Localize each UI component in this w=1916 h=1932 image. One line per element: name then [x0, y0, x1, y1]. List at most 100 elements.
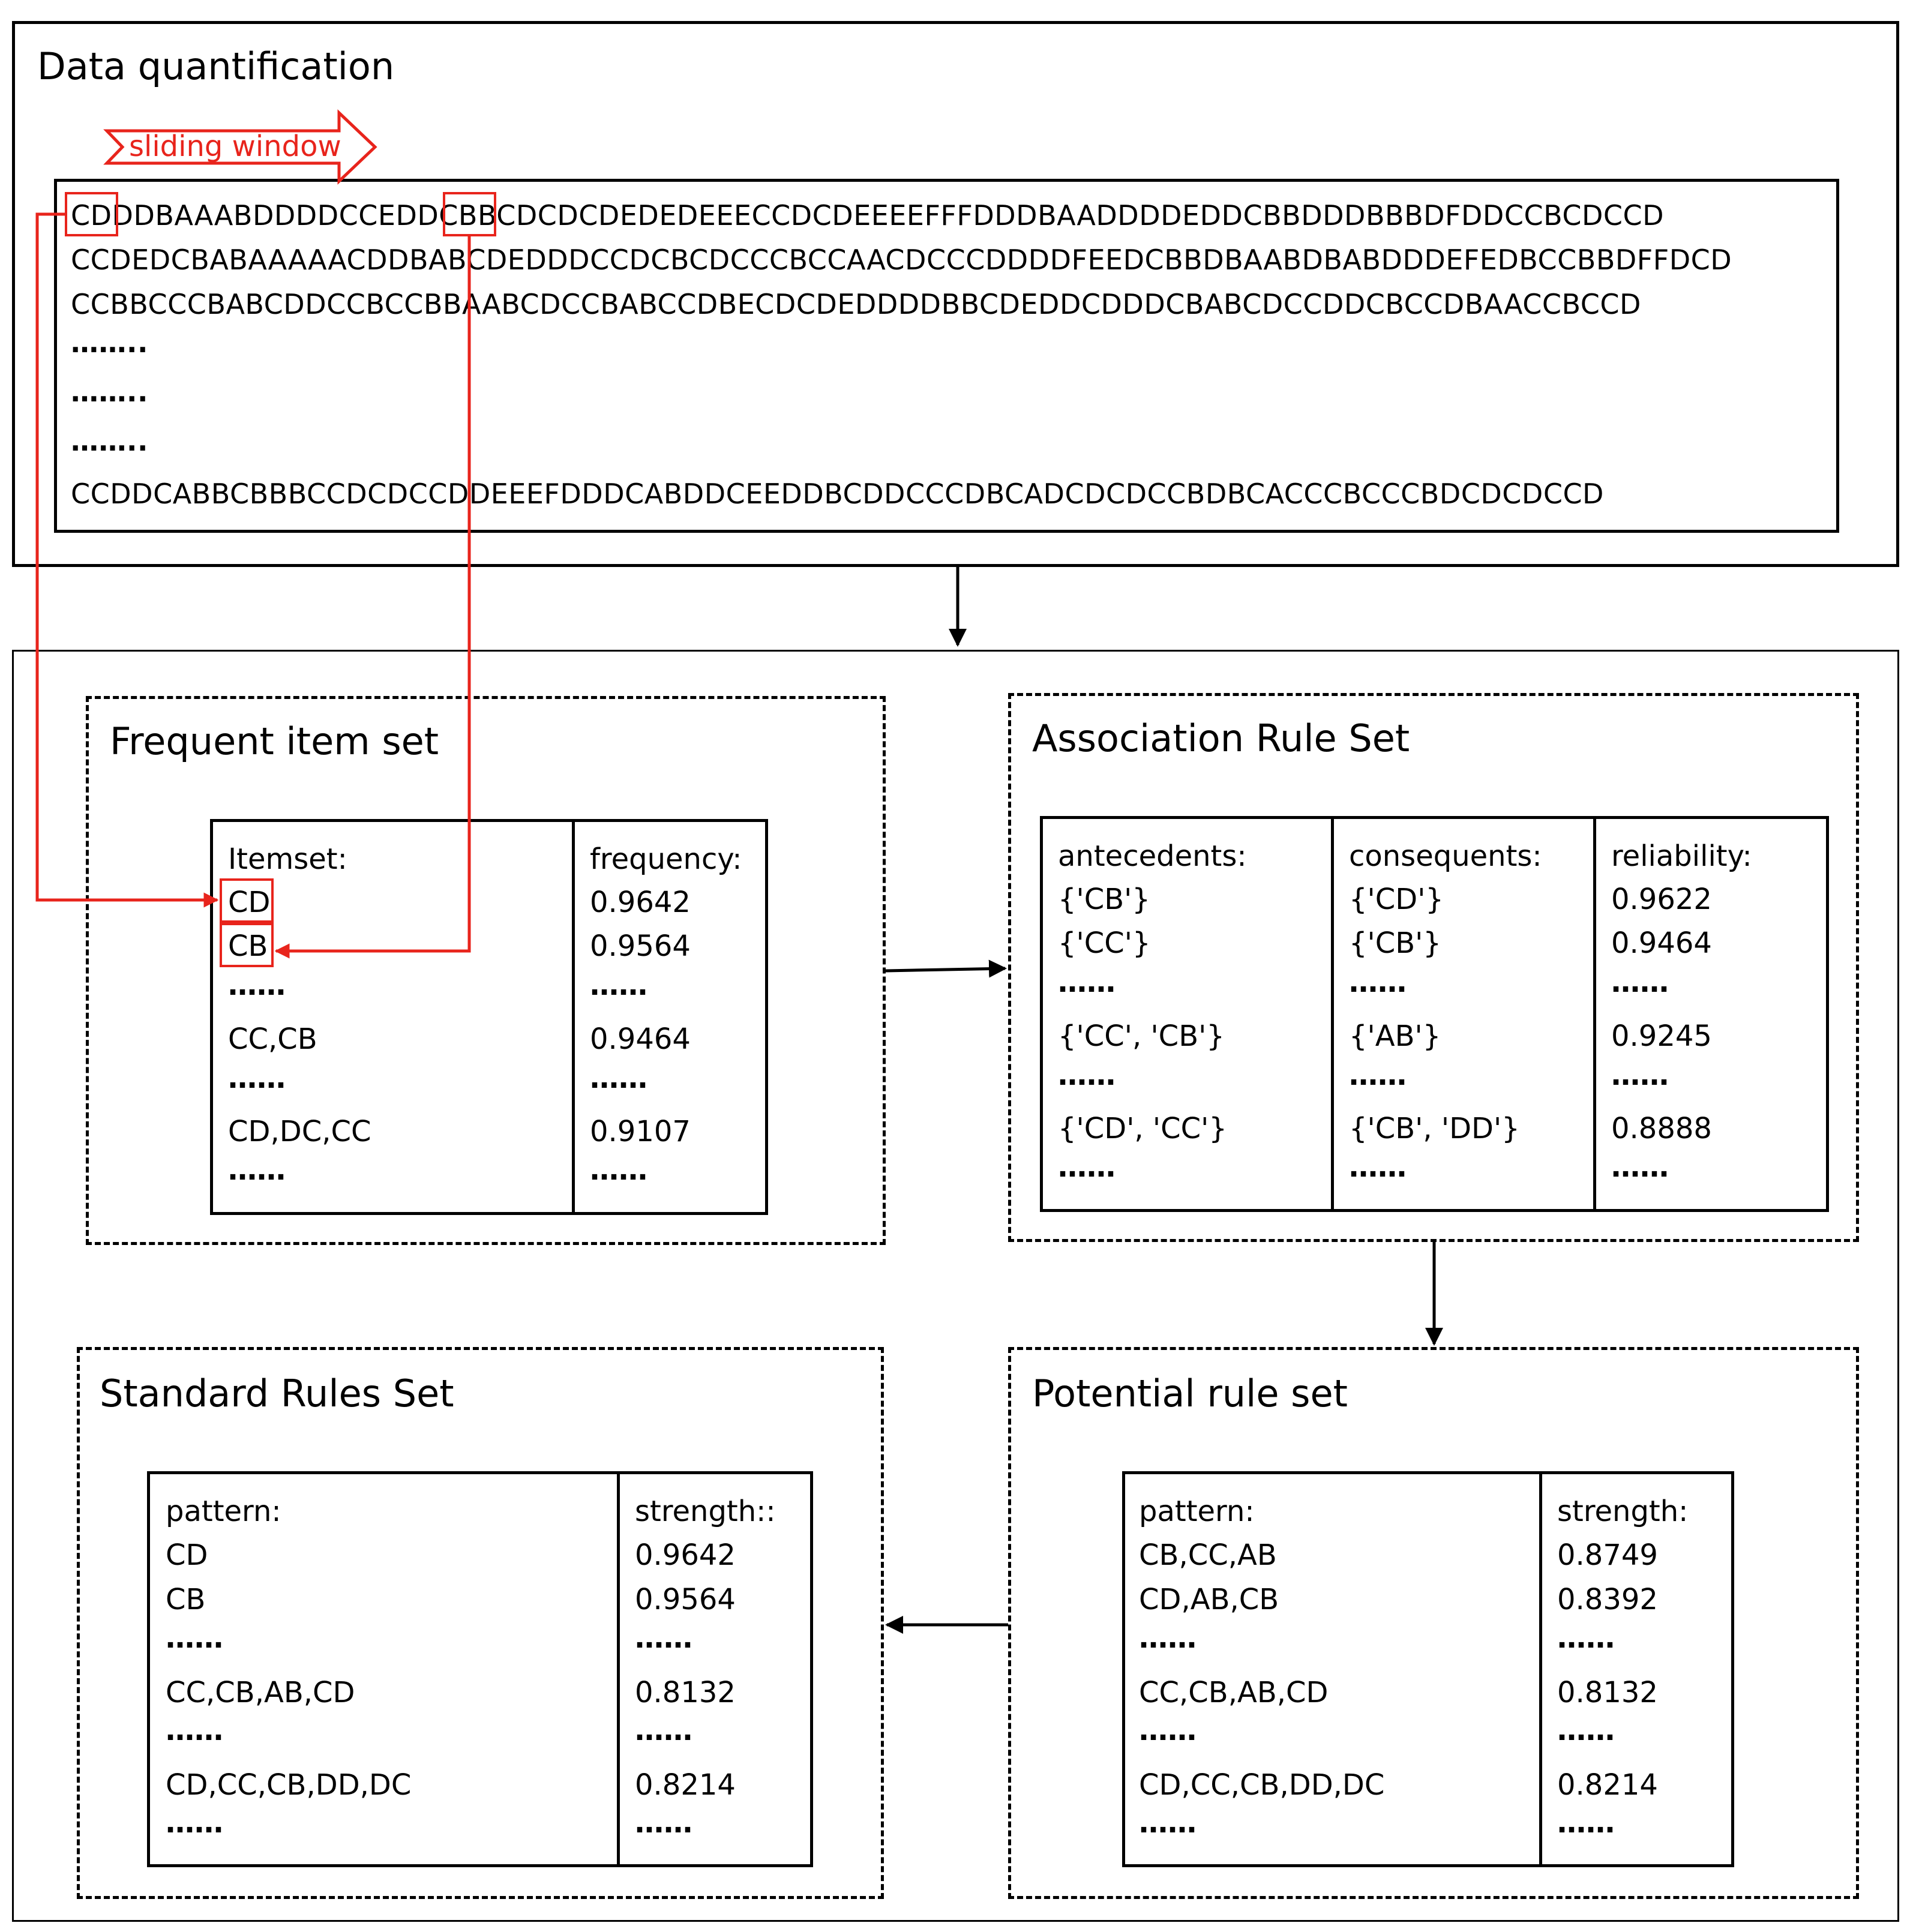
column-header: frequency:: [590, 842, 742, 876]
table-cell: ……: [1349, 1150, 1407, 1184]
table-cell: ……: [1611, 1058, 1669, 1092]
table-cell: CD: [166, 1538, 208, 1572]
sequence-ellipsis: ……..: [71, 376, 148, 408]
column-header: strength:: [1557, 1495, 1689, 1528]
association-rule-set-panel: [1008, 693, 1859, 1242]
table-cell: ……: [166, 1621, 223, 1655]
association-rule-table: [1040, 816, 1829, 1212]
table-cell: ……: [1349, 1058, 1407, 1092]
sequence-row: CCBBCCCBABCDDCCBCCBBAABCDCCBABCCDBECDCDE…: [71, 288, 1641, 320]
table-cell: ……: [228, 1061, 286, 1095]
standard-rules-set-title: Standard Rules Set: [100, 1372, 454, 1415]
table-cell: ……: [635, 1714, 692, 1747]
table-cell: ……: [228, 1153, 286, 1187]
sequence-ellipsis: ……..: [71, 425, 148, 457]
table-cell: ……: [635, 1621, 692, 1655]
table-cell: 0.9622: [1611, 883, 1712, 916]
association-rule-set-title: Association Rule Set: [1032, 716, 1410, 760]
table-cell: ……: [166, 1714, 223, 1747]
table-cell: {'CB', 'DD'}: [1349, 1112, 1520, 1145]
table-cell: 0.9564: [635, 1583, 736, 1616]
frequent-item-set-title: Frequent item set: [110, 719, 439, 763]
table-cell: CD,DC,CC: [228, 1115, 371, 1148]
standard-rules-table: [147, 1471, 813, 1867]
table-cell: CD,AB,CB: [1139, 1583, 1279, 1616]
table-cell: {'CB'}: [1349, 926, 1441, 960]
table-cell: {'CC', 'CB'}: [1058, 1019, 1225, 1053]
table-cell: {'CD'}: [1349, 883, 1444, 916]
table-cell: 0.8392: [1557, 1583, 1658, 1616]
table-divider: [1539, 1471, 1542, 1867]
table-cell: ……: [635, 1806, 692, 1840]
table-cell: CD,CC,CB,DD,DC: [166, 1768, 412, 1802]
sequence-ellipsis: ……..: [71, 326, 148, 359]
table-cell: 0.9107: [590, 1115, 691, 1148]
table-cell: ……: [1058, 1150, 1116, 1184]
table-cell: CD: [228, 886, 271, 919]
table-cell: 0.9464: [590, 1022, 691, 1056]
table-cell: CB: [166, 1583, 206, 1616]
table-cell: ……: [166, 1806, 223, 1840]
table-cell: ……: [1611, 965, 1669, 999]
data-quantification-title: Data quantification: [37, 44, 395, 88]
column-header: consequents:: [1349, 839, 1542, 873]
table-cell: ……: [1557, 1806, 1615, 1840]
table-divider: [1331, 816, 1334, 1212]
data-quantification-panel: [12, 21, 1899, 567]
sliding-window-label: sliding window: [129, 130, 341, 163]
table-cell: {'CC'}: [1058, 926, 1151, 960]
table-cell: 0.8888: [1611, 1112, 1712, 1145]
table-cell: 0.8132: [1557, 1676, 1658, 1709]
column-header: reliability:: [1611, 839, 1752, 873]
sequence-row: CCDDCABBCBBBCCDCDCCDDEEEFDDDCABDDCEEDDBC…: [71, 478, 1604, 510]
mining-panel: [12, 650, 1899, 1922]
potential-rule-set-title: Potential rule set: [1032, 1372, 1348, 1415]
column-header: pattern:: [166, 1495, 281, 1528]
potential-rule-table: [1122, 1471, 1734, 1867]
standard-rules-set-panel: [77, 1347, 884, 1899]
table-cell: ……: [1139, 1621, 1197, 1655]
table-cell: {'CD', 'CC'}: [1058, 1112, 1227, 1145]
sequence-row: CCDEDCBABAAAAACDDBABCDEDDDCCDCBCDCCCBCCA…: [71, 244, 1732, 276]
table-cell: 0.8214: [635, 1768, 736, 1802]
table-cell: ……: [1139, 1714, 1197, 1747]
table-cell: CC,CB: [228, 1022, 317, 1056]
table-cell: ……: [1557, 1714, 1615, 1747]
table-divider: [617, 1471, 620, 1867]
table-cell: CC,CB,AB,CD: [166, 1676, 355, 1709]
table-cell: {'CB'}: [1058, 883, 1150, 916]
table-cell: ……: [1058, 965, 1116, 999]
table-cell: 0.8749: [1557, 1538, 1658, 1572]
column-header: antecedents:: [1058, 839, 1247, 873]
table-cell: 0.9564: [590, 929, 691, 963]
table-cell: CD,CC,CB,DD,DC: [1139, 1768, 1385, 1802]
table-cell: ……: [590, 968, 647, 1002]
potential-rule-set-panel: [1008, 1347, 1859, 1899]
table-divider: [572, 819, 575, 1215]
table-divider: [1593, 816, 1596, 1212]
table-cell: ……: [1611, 1150, 1669, 1184]
table-cell: ……: [1349, 965, 1407, 999]
column-header: pattern:: [1139, 1495, 1255, 1528]
table-cell: ……: [228, 968, 286, 1002]
table-cell: 0.9245: [1611, 1019, 1712, 1053]
sequence-row: CDDDBAAABDDDDCCEDDCBBCDCDCDEDEDEEECCDCDE…: [71, 199, 1665, 232]
table-cell: ……: [590, 1153, 647, 1187]
frequent-item-set-panel: [86, 696, 886, 1245]
table-cell: 0.8214: [1557, 1768, 1658, 1802]
column-header: strength::: [635, 1495, 776, 1528]
table-cell: ……: [1139, 1806, 1197, 1840]
table-cell: ……: [1557, 1621, 1615, 1655]
table-cell: 0.8132: [635, 1676, 736, 1709]
table-cell: {'AB'}: [1349, 1019, 1441, 1053]
table-cell: CB: [228, 929, 268, 963]
table-cell: 0.9464: [1611, 926, 1712, 960]
table-cell: 0.9642: [590, 886, 691, 919]
table-cell: CB,CC,AB: [1139, 1538, 1277, 1572]
column-header: Itemset:: [228, 842, 347, 876]
table-cell: ……: [1058, 1058, 1116, 1092]
table-cell: 0.9642: [635, 1538, 736, 1572]
frequent-item-set-table: [210, 819, 768, 1215]
table-cell: CC,CB,AB,CD: [1139, 1676, 1329, 1709]
table-cell: ……: [590, 1061, 647, 1095]
